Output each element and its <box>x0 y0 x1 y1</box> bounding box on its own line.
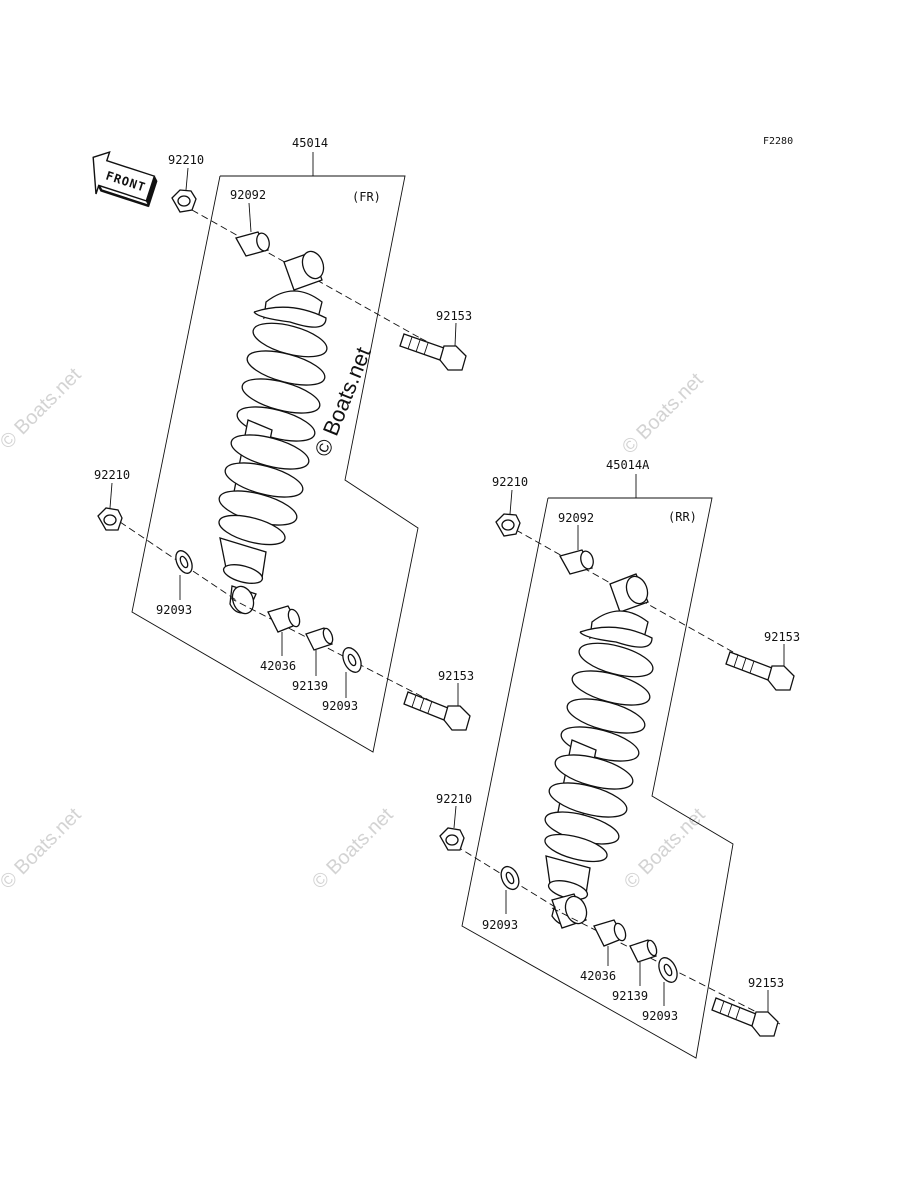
watermark: © Boats.net <box>618 369 708 459</box>
watermark: © Boats.net <box>308 804 398 894</box>
rear-lower-bushing <box>629 939 658 963</box>
front-assembly-number: 45014 <box>292 136 328 150</box>
front-left-washer <box>175 550 193 574</box>
front-right-washer-label: 92093 <box>322 699 358 713</box>
figure-code: F2280 <box>763 136 793 147</box>
front-right-washer <box>342 647 362 673</box>
rear-upper-bushing-label: 92092 <box>558 511 594 525</box>
rear-upper-nut-label: 92210 <box>492 475 528 489</box>
rear-lower-bushing-label: 92139 <box>612 989 648 1003</box>
rear-upper-bushing <box>559 549 594 575</box>
rear-lower-nut <box>439 827 465 851</box>
front-left-washer-label: 92093 <box>156 603 192 617</box>
rear-left-washer-label: 92093 <box>482 918 518 932</box>
front-upper-bushing <box>235 231 270 257</box>
watermark: © Boats.net <box>0 364 86 454</box>
rear-position-label: (RR) <box>668 510 697 524</box>
front-lower-nut-label: 92210 <box>94 468 130 482</box>
front-lower-bushing <box>305 627 334 651</box>
rear-lower-bolt-label: 92153 <box>748 976 784 990</box>
front-shock-spring <box>218 290 328 615</box>
rear-collar-label: 42036 <box>580 969 616 983</box>
front-lower-nut <box>97 507 123 531</box>
front-lower-bolt <box>403 691 471 731</box>
front-upper-nut-label: 92210 <box>168 153 204 167</box>
front-collar <box>267 605 301 633</box>
rear-upper-bolt-label: 92153 <box>764 630 800 644</box>
front-upper-bushing-label: 92092 <box>230 188 266 202</box>
rear-collar <box>593 919 627 947</box>
watermark: © Boats.net <box>620 804 710 894</box>
rear-right-washer <box>658 957 678 983</box>
front-collar-label: 42036 <box>260 659 296 673</box>
front-arrow-icon: FRONT <box>92 151 158 208</box>
rear-upper-bolt <box>725 651 795 691</box>
front-upper-bolt <box>399 333 467 371</box>
rear-upper-nut <box>495 513 521 537</box>
rear-left-washer <box>500 865 520 891</box>
rear-shock-assembly: 45014A (RR) 92210 92092 <box>436 458 800 1059</box>
front-upper-nut <box>171 189 197 213</box>
front-upper-bolt-label: 92153 <box>436 309 472 323</box>
rear-assembly-number: 45014A <box>606 458 650 472</box>
front-lower-bushing-label: 92139 <box>292 679 328 693</box>
watermark: © Boats.net <box>0 804 86 894</box>
front-lower-bolt-label: 92153 <box>438 669 474 683</box>
front-position-label: (FR) <box>352 190 381 204</box>
rear-right-washer-label: 92093 <box>642 1009 678 1023</box>
rear-lower-nut-label: 92210 <box>436 792 472 806</box>
front-shock-assembly: 45014 (FR) 92210 92092 <box>94 136 474 753</box>
